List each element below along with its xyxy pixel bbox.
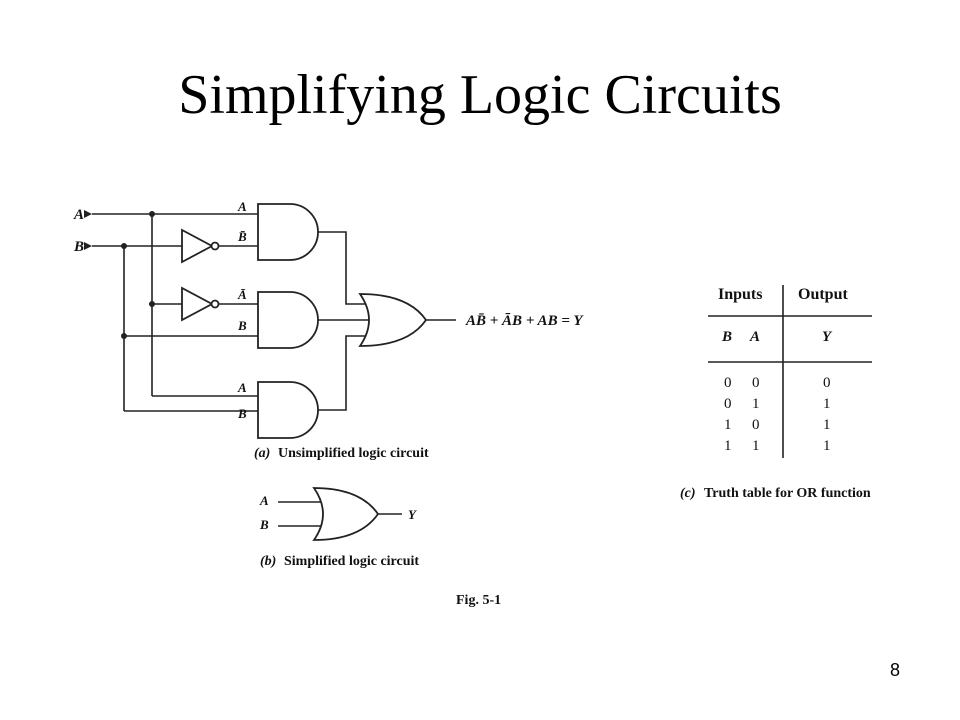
and-gate-1 [257, 203, 319, 261]
svg-text:1: 1 [823, 417, 831, 433]
caption-b-letter: (b) [260, 554, 276, 569]
table-row: 0 1 1 [724, 396, 831, 412]
svg-text:1: 1 [752, 438, 760, 454]
input-a-label: A [73, 207, 84, 223]
svg-text:1: 1 [724, 438, 732, 454]
svg-text:0: 0 [724, 396, 732, 412]
gate1-input2-label: B̄ [237, 229, 247, 244]
and-to-or-wires [318, 231, 372, 411]
svg-text:1: 1 [752, 396, 760, 412]
gate3-input2-label: B [237, 406, 247, 421]
table-row: 1 1 1 [724, 438, 831, 454]
table-row: 1 0 1 [724, 417, 831, 433]
table-row: 0 0 0 [724, 375, 831, 391]
input-wires [92, 213, 258, 412]
svg-text:0: 0 [724, 375, 732, 391]
slide-title: Simplifying Logic Circuits [178, 64, 782, 126]
simplified-input-b-label: B [259, 517, 269, 532]
output-expression: AB̄ + ĀB + AB = Y [465, 313, 584, 329]
caption-a-letter: (a) [254, 446, 270, 461]
table-col-b: B [721, 329, 732, 345]
figure-label: Fig. 5-1 [456, 593, 501, 608]
gate1-input1-label: A [237, 199, 247, 214]
and-gate-3 [257, 381, 319, 439]
svg-text:1: 1 [724, 417, 732, 433]
svg-text:0: 0 [752, 375, 760, 391]
not-gate-2 [181, 286, 220, 322]
caption-c-letter: (c) [680, 486, 696, 501]
table-header-output: Output [798, 286, 848, 303]
svg-text:1: 1 [823, 396, 831, 412]
input-b-arrow [84, 242, 92, 250]
gate2-input2-label: B [237, 318, 247, 333]
simplified-wires [278, 501, 402, 527]
caption-b-text: Simplified logic circuit [284, 554, 419, 569]
input-b-label: B [73, 239, 84, 255]
gate2-input1-label: Ā [237, 287, 247, 302]
svg-text:1: 1 [823, 438, 831, 454]
gate3-input1-label: A [237, 380, 247, 395]
or-gate-main [358, 293, 428, 347]
simplified-input-a-label: A [259, 493, 269, 508]
and-gate-2 [257, 291, 319, 349]
table-col-y: Y [822, 329, 833, 345]
or-gate-simplified [312, 487, 380, 541]
caption-a-text: Unsimplified logic circuit [278, 446, 429, 461]
caption-c-text: Truth table for OR function [704, 486, 871, 501]
table-header-inputs: Inputs [718, 286, 762, 303]
truth-table: Inputs Output B A Y 0 0 0 0 1 1 1 0 1 1 … [708, 285, 872, 458]
not-gate-1 [181, 228, 220, 264]
svg-text:0: 0 [823, 375, 831, 391]
simplified-output-label: Y [408, 507, 417, 522]
svg-text:0: 0 [752, 417, 760, 433]
table-col-a: A [749, 329, 760, 345]
junction-dots [121, 211, 155, 339]
slide-number: 8 [889, 660, 900, 680]
input-a-arrow [84, 210, 92, 218]
